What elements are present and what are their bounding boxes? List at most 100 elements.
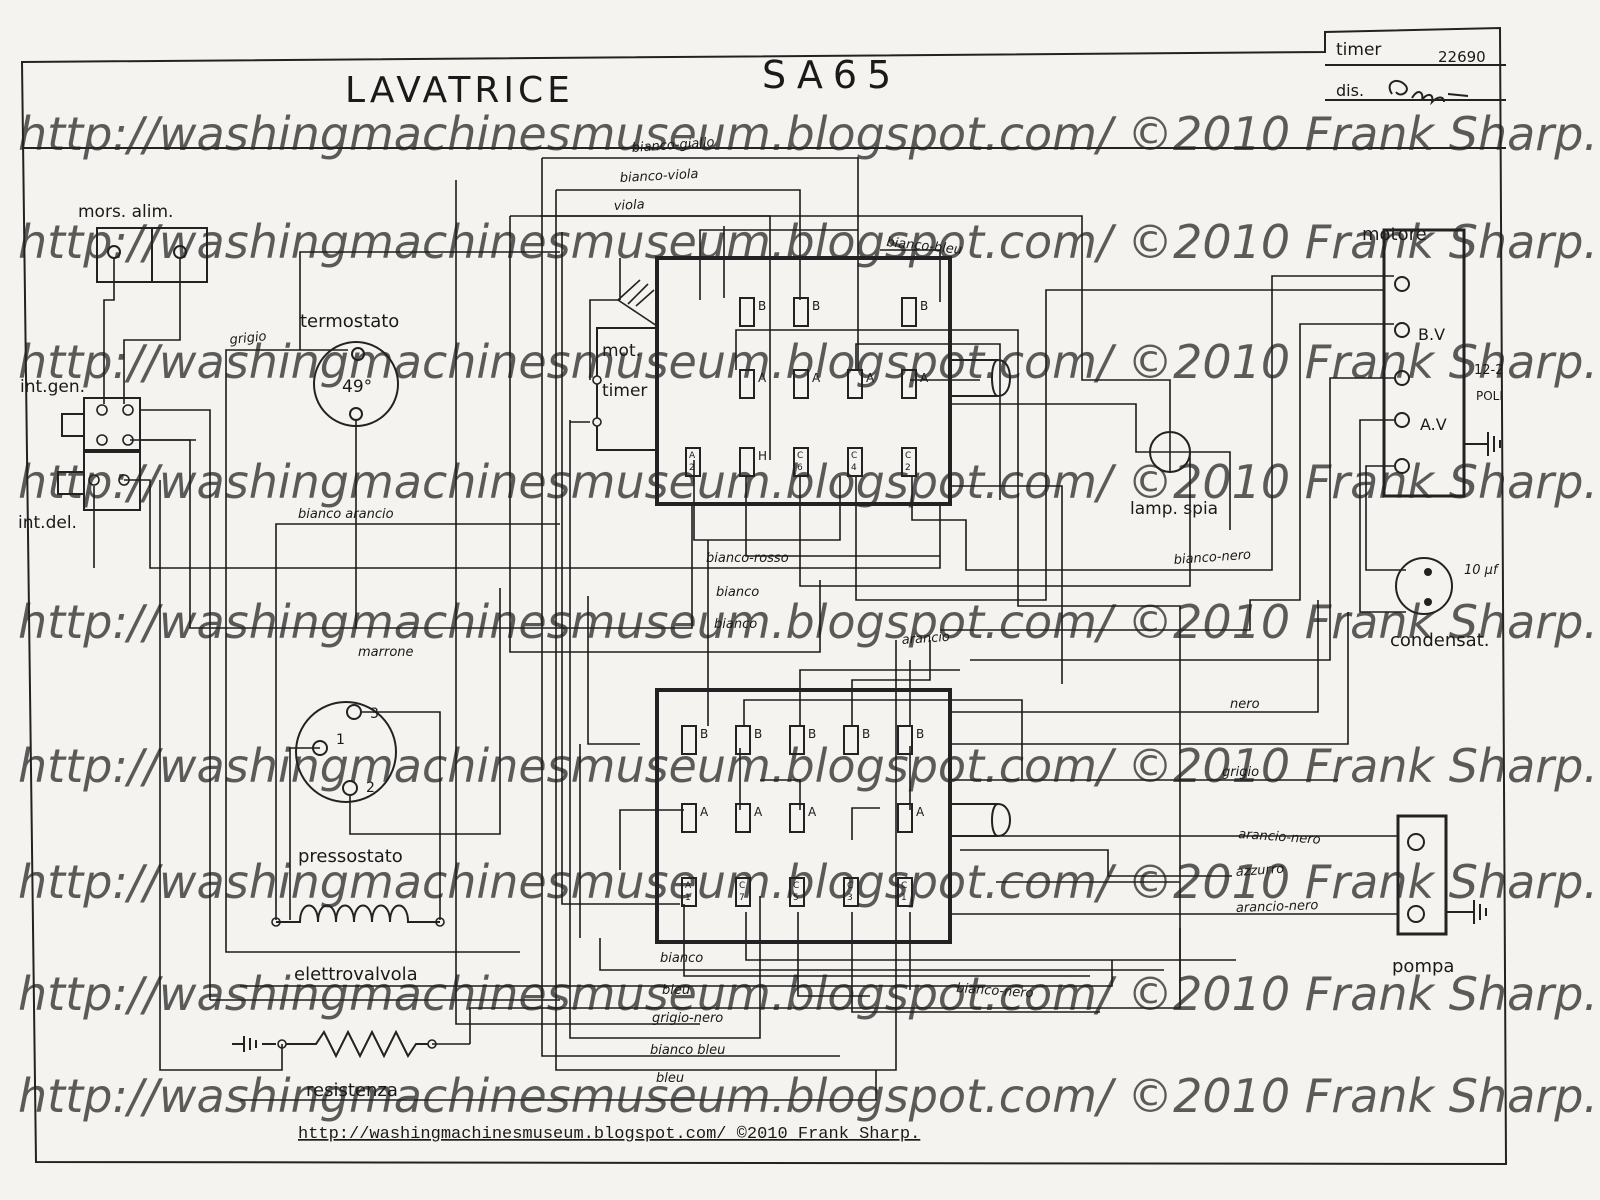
wire — [541, 158, 840, 1057]
wire — [509, 216, 821, 653]
pressostato-terminal-2: 2 — [366, 780, 375, 796]
mot-timer-label-1: mot. — [602, 341, 641, 361]
heater-resistor: resistenza — [232, 1029, 437, 1101]
wire-label-bianco-bottom: bianco — [660, 951, 703, 966]
wire — [855, 343, 1001, 500]
wire — [1190, 451, 1231, 530]
wire — [745, 912, 1236, 961]
wiring-diagram-page: http://washingmachinesmuseum.blogspot.co… — [18, 26, 1598, 1166]
timer-cam-letter: C — [905, 451, 911, 461]
timer-cam-contact — [843, 877, 859, 907]
motor-capacitor: 10 µf condensat. — [1390, 557, 1500, 651]
wire — [159, 480, 283, 1071]
timer-cam-letter: A — [812, 371, 821, 385]
model-title: SA65 — [762, 53, 901, 97]
wire — [455, 186, 700, 1025]
timer-cam-contact — [897, 877, 913, 907]
wire — [561, 232, 680, 905]
wire — [589, 299, 620, 380]
wire-label-arancio-nero-2: arancio-nero — [1236, 898, 1319, 916]
watermark-text: http://washingmachinesmuseum.blogspot.co… — [18, 595, 1598, 649]
drain-pump: pompa — [1392, 814, 1487, 977]
timer-cam-contact — [793, 297, 809, 327]
timer-cam-letter: B — [920, 299, 928, 313]
timer-cam-contact — [681, 877, 697, 907]
wire-label-bianco-nero-bottom: bianco-nero — [956, 981, 1034, 1001]
timer-cam-letter: A — [758, 371, 767, 385]
timer-cam-number: 6 — [797, 463, 803, 473]
wire — [851, 807, 880, 840]
wire-label-bianco-2: bianco — [714, 617, 757, 632]
timer-cam-contact — [897, 803, 913, 833]
wire — [569, 420, 761, 1039]
wire — [996, 835, 1399, 842]
wire — [799, 452, 1191, 587]
wire — [349, 588, 501, 835]
wire — [542, 157, 859, 370]
watermark-text: http://washingmachinesmuseum.blogspot.co… — [18, 1069, 1598, 1123]
timer-cam-letter: A — [689, 451, 696, 461]
timer-cam-letter: H — [758, 449, 767, 463]
wire-label-bleu-1: bleu — [662, 983, 690, 998]
wire — [619, 809, 684, 870]
diagram-title: LAVATRICE — [345, 70, 574, 111]
timer-number: 22690 — [1438, 48, 1486, 66]
timer-cam-contact — [735, 725, 751, 755]
wire — [299, 251, 456, 350]
wire — [587, 596, 640, 745]
wire-label-bianco-nero-right: bianco-nero — [1173, 548, 1251, 568]
indicator-lamp: lamp. spia — [1130, 431, 1218, 519]
wire — [911, 275, 1394, 571]
footer-link[interactable]: http://washingmachinesmuseum.blogspot.co… — [298, 1125, 920, 1144]
wire-label-bianco-1: bianco — [716, 585, 759, 600]
timer-cam-contact — [789, 803, 805, 833]
solenoid-valve: elettrovalvola — [271, 904, 445, 985]
timer-cam-number: 3 — [847, 893, 853, 903]
timer-cam-letter: B — [758, 299, 766, 313]
timer-cam-letter: B — [700, 727, 708, 741]
wire — [851, 912, 1100, 1013]
timer-cam-letter: A — [685, 881, 692, 891]
timer-cam-contact — [685, 447, 701, 477]
wire-label-arancio-nero-1: arancio-nero — [1238, 827, 1321, 848]
wire-label-arancio: arancio — [901, 630, 950, 648]
thermostat: termostato 49° — [300, 311, 399, 427]
wire-label-viola: viola — [613, 197, 645, 214]
wire — [124, 479, 941, 569]
drawn-by-label: dis. — [1336, 81, 1364, 100]
watermark-text: http://washingmachinesmuseum.blogspot.co… — [18, 967, 1598, 1021]
timer-cam-number: 1 — [901, 893, 907, 903]
timer-cam-contact — [789, 877, 805, 907]
wire-network — [93, 157, 1406, 1101]
wire — [140, 409, 211, 1000]
int-gen-label: int.gen. — [20, 377, 85, 397]
wire — [880, 249, 941, 302]
wire — [555, 190, 897, 1071]
main-switch: int.gen. — [20, 377, 141, 451]
timer-cam-letter: B — [916, 727, 924, 741]
timer-cam-contact — [901, 447, 917, 477]
wiring-diagram: http://washingmachinesmuseum.blogspot.co… — [18, 26, 1598, 1166]
pressure-switch: 1 2 3 pressostato — [295, 701, 403, 867]
wire — [735, 329, 1181, 1000]
timer-cam-letter: B — [812, 299, 820, 313]
wire — [130, 439, 693, 629]
wire — [855, 289, 1384, 601]
wire — [556, 189, 801, 300]
wire-label-bianco-bleu-bottom: bianco bleu — [650, 1043, 725, 1058]
timer-cam-contact — [843, 725, 859, 755]
termostato-label: termostato — [300, 311, 399, 332]
wire-label-marrone: marrone — [358, 645, 414, 660]
timer-cam-number: 1 — [685, 893, 691, 903]
timer-cam-letter: A — [866, 371, 875, 385]
wire — [960, 849, 1232, 877]
timer-cam-number: 5 — [793, 893, 799, 903]
drawn-by-signature — [1388, 79, 1469, 106]
lamp-spia-label: lamp. spia — [1130, 499, 1218, 519]
condensat-label: condensat. — [1390, 630, 1489, 651]
wire-label-bianco-giallo: bianco-giallo — [631, 135, 715, 156]
timer-cam-contact — [735, 877, 751, 907]
termostato-temp: 49° — [342, 377, 372, 397]
wire — [289, 747, 320, 920]
